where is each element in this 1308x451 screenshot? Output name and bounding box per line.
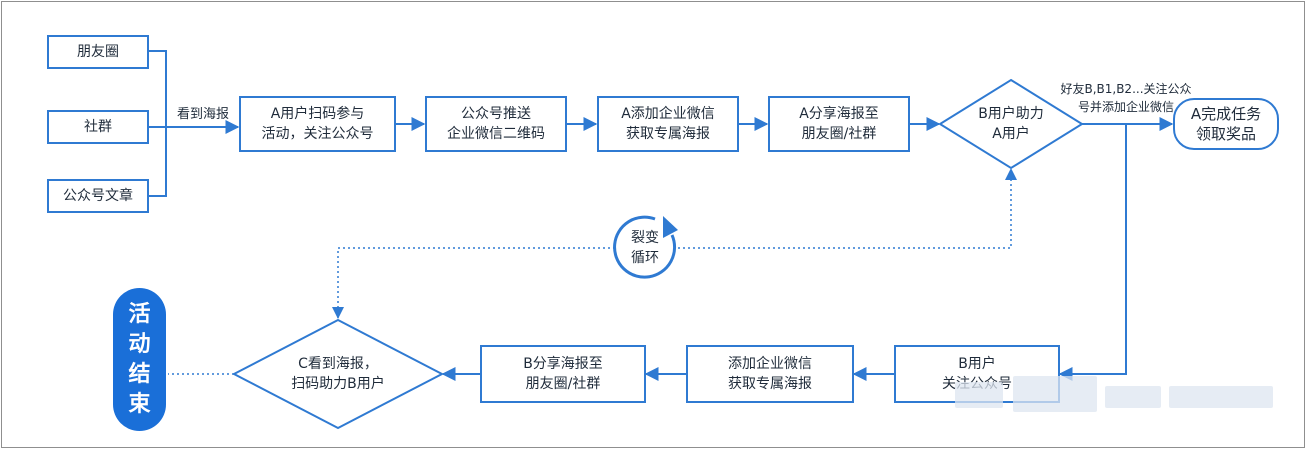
source-groups: 社群 — [47, 110, 149, 144]
loop-arrowhead-up — [1005, 168, 1017, 180]
source-groups-label: 社群 — [84, 119, 112, 135]
step-a-scan-follow-line2: 活动，关注公众号 — [261, 126, 374, 142]
diamond-c-line1: C看到海报， — [298, 356, 378, 372]
step-push-qr-line2: 企业微信二维码 — [447, 126, 545, 142]
diamond-c-shape — [231, 318, 445, 430]
finish-line1: A完成任务 — [1190, 105, 1262, 123]
cycle-ring — [613, 215, 677, 279]
source-article-label: 公众号文章 — [63, 188, 133, 204]
step-b-follow-line1: B用户 — [958, 356, 996, 372]
finish-node: A完成任务 领取奖品 — [1173, 98, 1279, 150]
diamond-c-text: C看到海报， 扫码助力B用户 — [264, 352, 412, 396]
step-a-add-wecom-line1: A添加企业微信 — [621, 106, 715, 122]
step-b-share-poster: B分享海报至 朋友圈/社群 — [480, 345, 646, 403]
step-a-share-poster-line1: A分享海报至 — [799, 106, 879, 122]
step-b-add-wecom: 添加企业微信 获取专属海报 — [686, 345, 854, 403]
end-char-3: 结 — [128, 361, 151, 387]
cycle-circle-bg — [614, 216, 676, 278]
diamond-b-line2: A用户 — [992, 126, 1030, 142]
step-push-qr: 公众号推送 企业微信二维码 — [425, 96, 567, 152]
source-connector-1 — [149, 50, 167, 127]
step-a-share-poster-line2: 朋友圈/社群 — [801, 126, 877, 142]
step-b-add-wecom-line1: 添加企业微信 — [728, 356, 812, 372]
end-char-2: 动 — [128, 331, 151, 357]
source-moments-label: 朋友圈 — [77, 44, 119, 60]
step-a-scan-follow-line1: A用户扫码参与 — [270, 106, 365, 122]
edge-label-friends: 好友B,B1,B2...关注公众 号并添加企业微信 — [1046, 80, 1206, 116]
step-a-add-wecom-line2: 获取专属海报 — [626, 126, 710, 142]
step-b-share-poster-line1: B分享海报至 — [523, 356, 603, 372]
cycle-line2: 循环 — [631, 250, 659, 266]
diamond-b-text: B用户助力 A用户 — [960, 104, 1062, 144]
end-char-4: 束 — [128, 391, 151, 417]
end-char-1: 活 — [128, 301, 151, 327]
cycle-arrowhead — [663, 216, 678, 238]
finish-line2: 领取奖品 — [1195, 125, 1256, 143]
edge-friends-line2: 号并添加企业微信 — [1077, 100, 1174, 114]
step-push-qr-line1: 公众号推送 — [461, 106, 531, 122]
loop-arrowhead-down — [332, 307, 344, 319]
activity-end-node: 活 动 结 束 — [113, 288, 166, 431]
cycle-label: 裂变 循环 — [620, 228, 670, 268]
step-b-add-wecom-line2: 获取专属海报 — [728, 376, 812, 392]
step-a-share-poster: A分享海报至 朋友圈/社群 — [768, 96, 910, 152]
step-a-scan-follow: A用户扫码参与 活动，关注公众号 — [239, 96, 396, 152]
source-article: 公众号文章 — [47, 179, 149, 213]
diamond-b-line1: B用户助力 — [978, 106, 1044, 122]
watermark-blur — [955, 372, 1280, 418]
edge-label-see-poster: 看到海报 — [176, 107, 229, 122]
source-moments: 朋友圈 — [47, 35, 149, 69]
friends-down-connector — [1058, 124, 1127, 381]
diamond-c-line2: 扫码助力B用户 — [291, 376, 385, 392]
cycle-line1: 裂变 — [631, 230, 659, 246]
source-connector-3 — [149, 127, 167, 197]
step-b-share-poster-line2: 朋友圈/社群 — [525, 376, 601, 392]
step-a-add-wecom: A添加企业微信 获取专属海报 — [597, 96, 739, 152]
edge-friends-line1: 好友B,B1,B2...关注公众 — [1060, 82, 1192, 96]
